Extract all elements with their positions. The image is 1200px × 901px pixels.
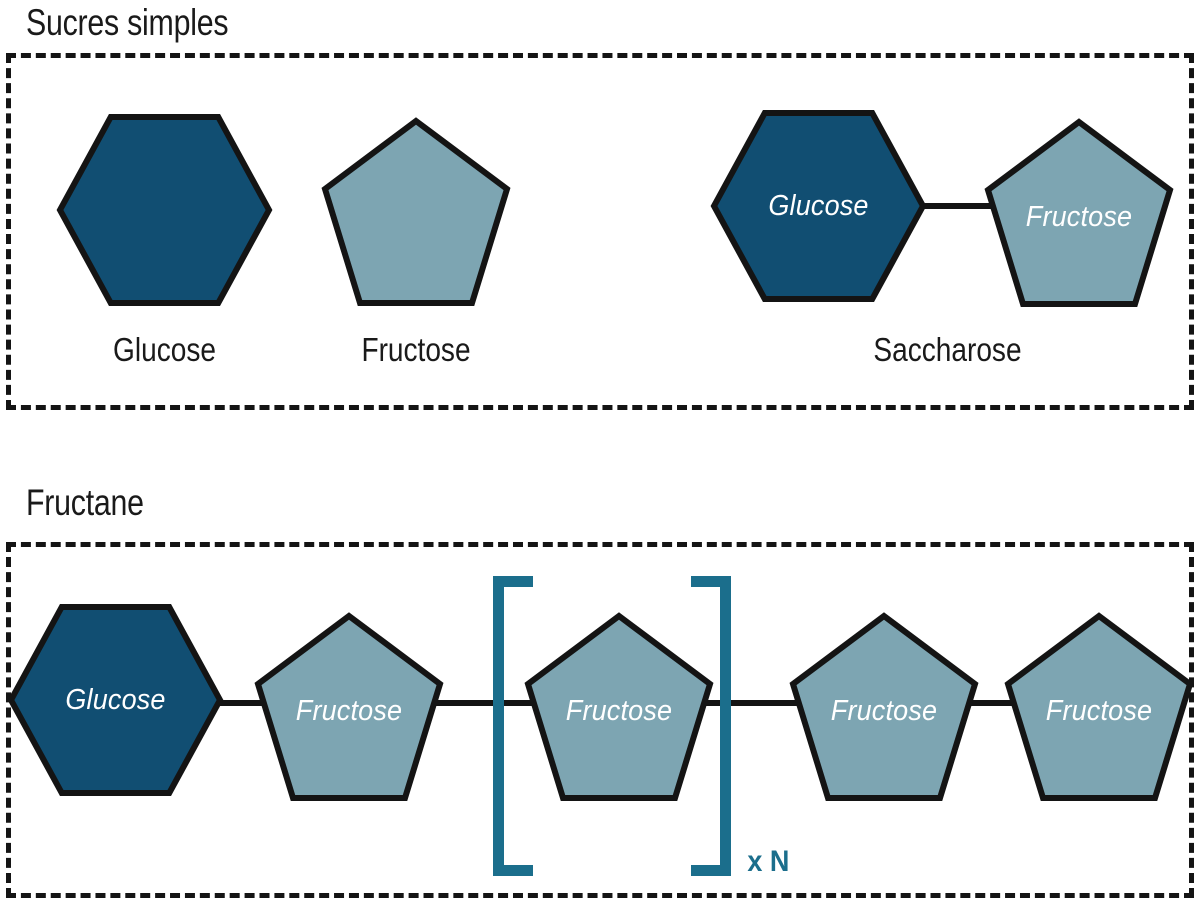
panel-sucres-simples bbox=[6, 53, 1194, 410]
molecule-fructane-fructose-unit-3[interactable]: Fructose bbox=[789, 612, 979, 801]
molecule-fructane-glucose-unit[interactable]: Glucose bbox=[7, 604, 224, 796]
bond-saccharose bbox=[920, 203, 992, 209]
caption-saccharose: Saccharose bbox=[873, 331, 1022, 368]
molecule-fructane-fructose-unit-2[interactable]: Fructose bbox=[524, 612, 714, 801]
repeat-bracket-right bbox=[691, 576, 731, 876]
bond-chain-3 bbox=[690, 700, 845, 706]
bond-chain-4 bbox=[960, 700, 1050, 706]
bond-chain-2 bbox=[400, 700, 560, 706]
bond-chain-1 bbox=[205, 700, 295, 706]
molecule-fructane-fructose-unit-4[interactable]: Fructose bbox=[1004, 612, 1194, 801]
section-title-sucres-simples: Sucres simples bbox=[26, 2, 229, 43]
molecule-glucose-hexagon[interactable] bbox=[56, 114, 273, 306]
molecule-saccharose-fructose-unit[interactable]: Fructose bbox=[984, 118, 1174, 307]
caption-glucose: Glucose bbox=[113, 331, 216, 368]
repeat-count-label: x N bbox=[747, 845, 790, 878]
caption-fructose: Fructose bbox=[361, 331, 471, 368]
panel-fructane bbox=[6, 542, 1194, 898]
molecule-saccharose-glucose-unit[interactable]: Glucose bbox=[710, 110, 927, 302]
repeat-bracket-left bbox=[493, 576, 533, 876]
molecule-fructose-pentagon[interactable] bbox=[321, 117, 511, 306]
section-title-fructane: Fructane bbox=[26, 482, 144, 523]
molecule-fructane-fructose-unit-1[interactable]: Fructose bbox=[254, 612, 444, 801]
